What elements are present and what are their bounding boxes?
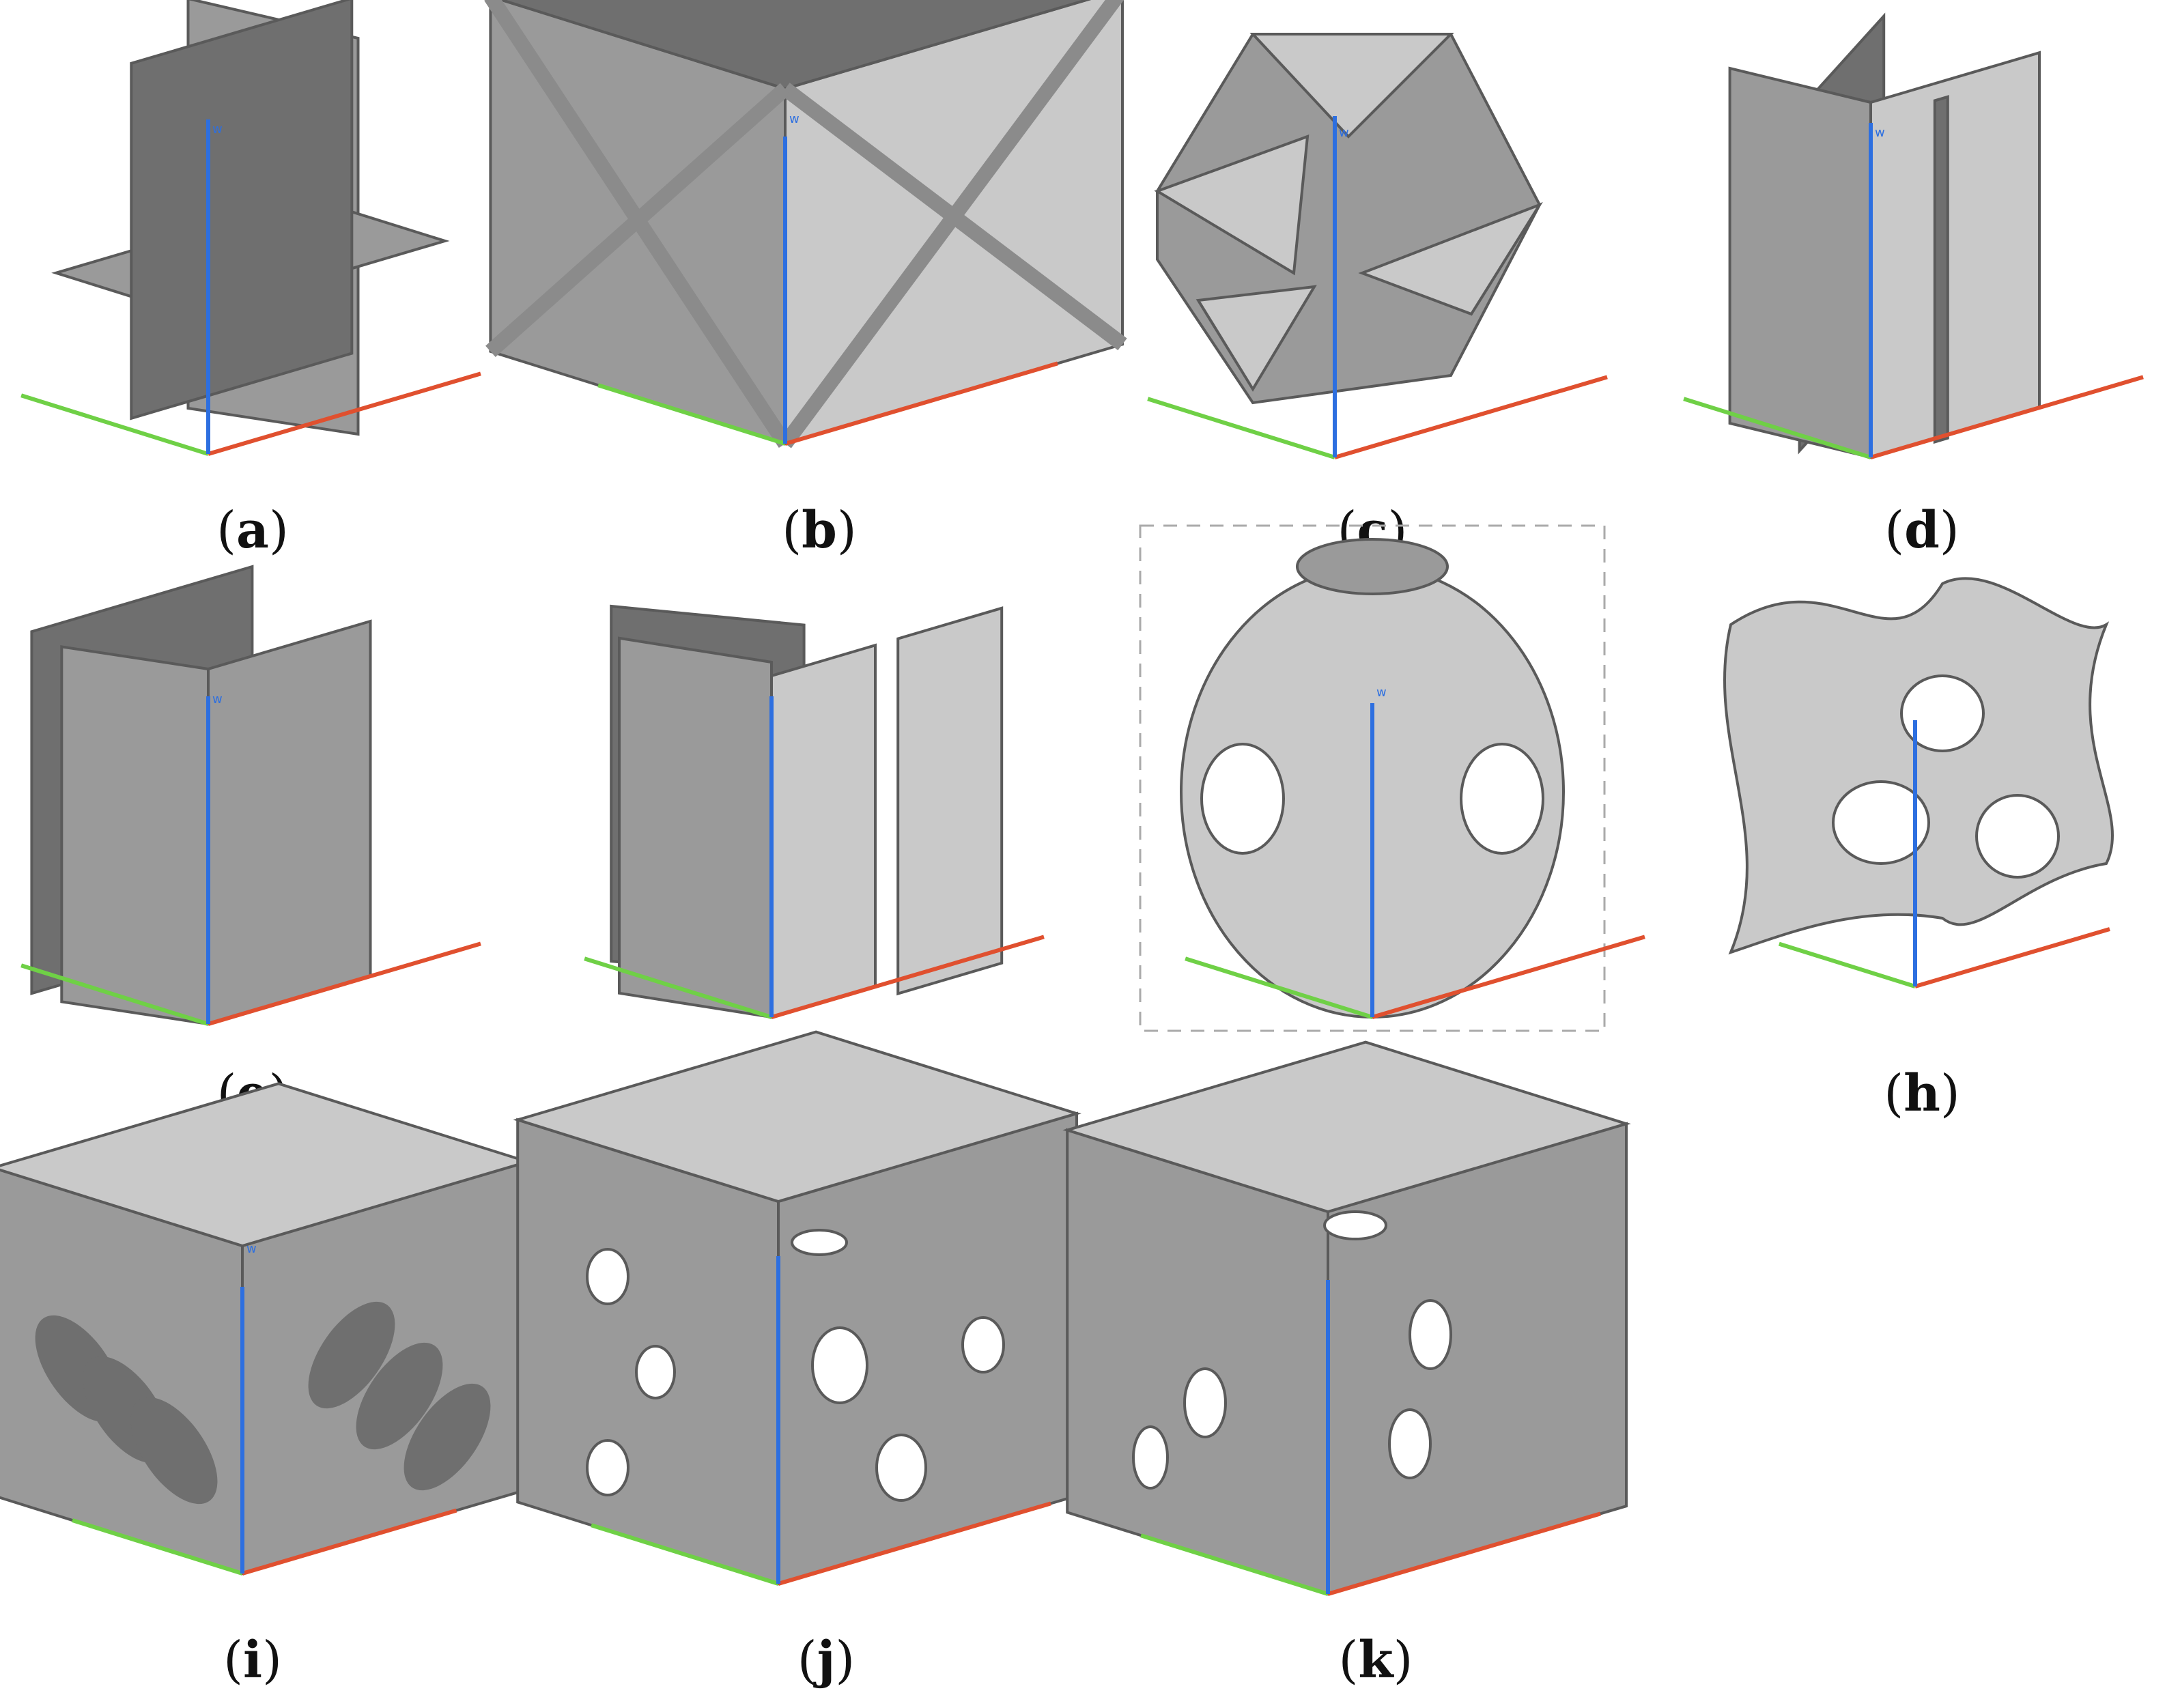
panel-caption-h: (h) (1884, 1064, 1960, 1123)
panel-caption-d: (d) (1884, 501, 1959, 560)
triangular-window (1249, 33, 1454, 139)
bounding-box (1139, 524, 1606, 1032)
pore-hole (586, 1439, 629, 1496)
panel-caption-j: (j) (797, 1631, 855, 1690)
panel-caption-a: (a) (216, 501, 289, 560)
y-axis (597, 383, 786, 446)
panel-letter: d (1904, 501, 1940, 560)
y-axis (20, 963, 209, 1026)
y-axis (20, 393, 209, 456)
x-axis (208, 941, 481, 1026)
top-face (0, 1082, 533, 1248)
x-axis (1372, 935, 1645, 1019)
y-axis (1778, 941, 1916, 988)
panel-letter: k (1358, 1631, 1393, 1690)
truss-strut (779, 0, 1127, 449)
pore-hole (791, 1229, 848, 1256)
axis-tag: w (789, 112, 800, 126)
axis-tag: w (1376, 685, 1387, 700)
pore-hole (875, 1434, 927, 1502)
diamond-strut-groove (356, 1342, 443, 1450)
x-axis (784, 361, 1058, 446)
panel-caption-k: (k) (1338, 1631, 1413, 1690)
panel-letter: h (1904, 1064, 1940, 1123)
triangular-window (1358, 201, 1543, 316)
pore-hole (1900, 674, 1985, 752)
x-axis (1914, 927, 2110, 988)
top-face (497, 0, 1092, 91)
x-axis (1334, 375, 1608, 459)
truss-strut (484, 0, 792, 449)
pore-hole (961, 1316, 1005, 1373)
y-axis (591, 1523, 779, 1586)
pore-hole (635, 1345, 676, 1399)
pore-hole (1323, 1210, 1387, 1240)
y-axis (1140, 1533, 1329, 1596)
top-face (1062, 1040, 1631, 1214)
x-axis (242, 1508, 457, 1576)
pore-hole (811, 1326, 868, 1404)
diamond-strut-groove (130, 1397, 218, 1505)
y-axis (584, 956, 772, 1019)
y-axis (1185, 956, 1373, 1019)
panel-letter: a (236, 501, 269, 560)
panel-caption-b: (b) (782, 501, 857, 560)
panel-letter: i (242, 1631, 263, 1690)
y-axis (1147, 397, 1335, 459)
top-face (513, 1030, 1081, 1204)
y-axis (1683, 397, 1871, 459)
x-axis (1327, 1511, 1601, 1596)
axis-tag: w (1875, 126, 1885, 140)
pore-hole (1183, 1367, 1227, 1438)
pore-hole (1200, 743, 1285, 855)
x-axis (1870, 375, 2144, 459)
triangular-window (1154, 134, 1310, 276)
axis-tag: w (212, 122, 223, 137)
panel-letter: j (817, 1631, 836, 1690)
vertical-plate (130, 0, 354, 421)
pore-hole (586, 1248, 629, 1305)
y-axis (72, 1518, 243, 1576)
panel-caption-i: (i) (223, 1631, 282, 1690)
pore-hole (1132, 1425, 1169, 1490)
diamond-strut-groove (308, 1301, 395, 1409)
pore-hole (1388, 1408, 1432, 1479)
honeycomb-fin (1933, 95, 1949, 444)
top-port (1296, 538, 1449, 595)
x-axis (778, 1501, 1051, 1586)
panel-letter: b (802, 501, 837, 560)
triangular-window (1195, 285, 1317, 392)
diamond-strut-groove (404, 1383, 491, 1491)
pore-hole (1975, 794, 2060, 879)
x-axis (208, 371, 481, 456)
axis-tag: w (246, 1242, 257, 1256)
pore-hole (1460, 743, 1544, 855)
axis-tag: w (212, 692, 223, 707)
pore-hole (1409, 1299, 1452, 1370)
honeycomb-wall (896, 606, 1004, 996)
axis-tag: w (1339, 126, 1349, 140)
pore-hole (1832, 780, 1930, 865)
x-axis (771, 935, 1045, 1019)
